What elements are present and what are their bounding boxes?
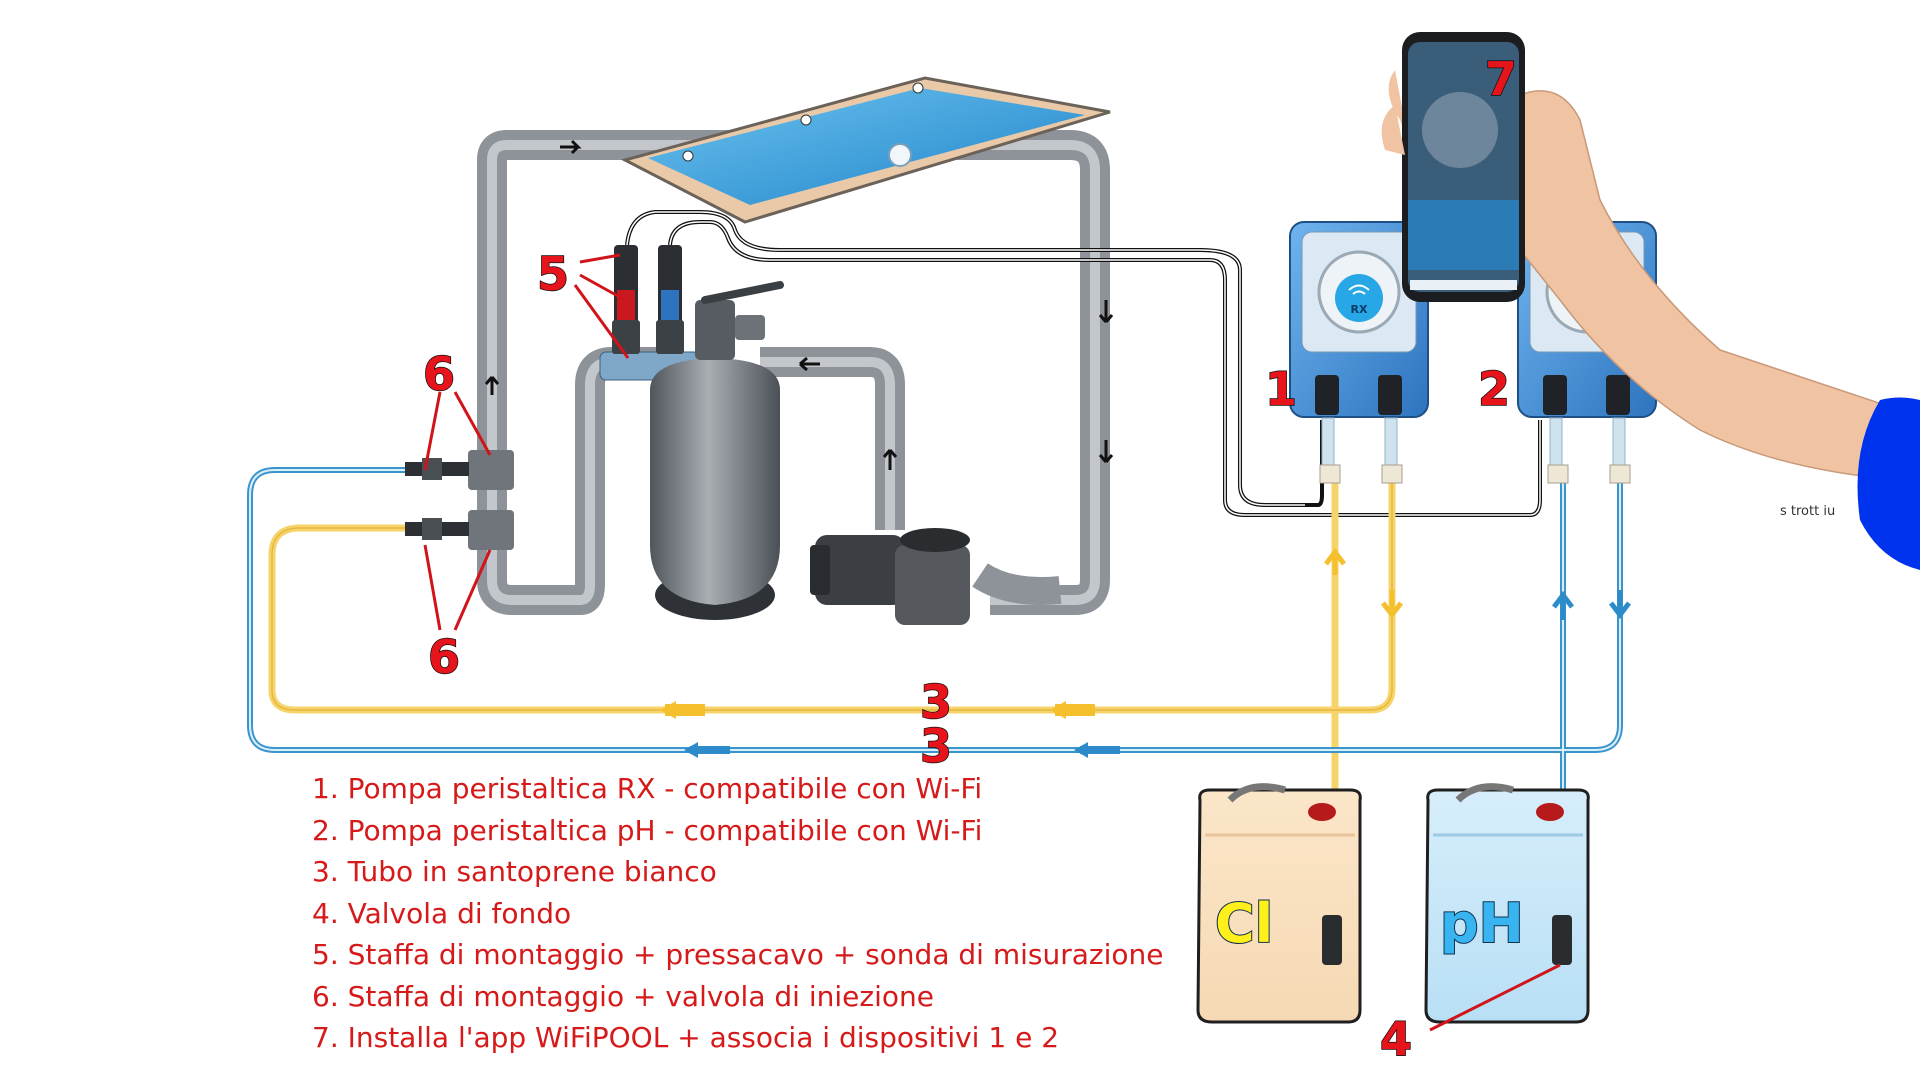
callout-6-bottom: 6 <box>428 630 460 684</box>
dosing-tube-yellow-edge <box>271 480 1393 711</box>
tank-cl-label: Cl <box>1215 892 1273 955</box>
swimming-pool <box>620 76 1111 224</box>
pvc-pipe-pump-return <box>972 563 1062 605</box>
arrow-icon <box>560 139 582 155</box>
tank-cl: Cl <box>1196 783 1362 1024</box>
arrow-icon <box>799 356 820 372</box>
arrow-icon <box>1609 590 1631 620</box>
callout-leaders <box>423 253 1561 1032</box>
legend-item: 3. Tubo in santoprene bianco <box>312 855 717 888</box>
legend-item: 2. Pompa peristaltica pH - compatibile c… <box>312 813 983 847</box>
wifi-icon <box>1348 284 1370 295</box>
callout-3-yellow: 3 <box>920 675 952 729</box>
arrow-icon <box>1050 701 1095 719</box>
legend-item: 4. Valvola di fondo <box>312 896 572 930</box>
arrow-icon <box>1074 742 1120 758</box>
flow-arrows <box>484 139 1114 470</box>
tube-flow-arrows <box>660 547 1631 758</box>
arrow-icon <box>1098 440 1114 463</box>
watermark-text: s trott iu <box>1780 504 1835 519</box>
peristaltic-pump-rx: RX <box>1289 221 1429 484</box>
callout-3-blue: 3 <box>920 719 952 773</box>
arrow-icon <box>1381 590 1403 620</box>
injection-valves <box>405 450 514 550</box>
legend-list: 1. Pompa peristaltica RX - compatibile c… <box>312 768 1163 1059</box>
rx-tag: RX <box>1351 303 1368 316</box>
probe-cables-white <box>626 211 1541 516</box>
callout-7: 7 <box>1485 52 1517 106</box>
pvc-pipe-inner-highlight <box>487 357 895 605</box>
callout-1: 1 <box>1265 362 1297 416</box>
legend-item: 5. Staffa di montaggio + pressacavo + so… <box>312 938 1164 971</box>
probe-holder <box>599 245 701 381</box>
arrow-icon <box>684 742 730 758</box>
legend-item: 1. Pompa peristaltica RX - compatibile c… <box>312 772 983 805</box>
legend-item: 7. Installa l'app WiFiPOOL + associa i d… <box>312 1021 1060 1054</box>
arrow-icon <box>484 376 500 395</box>
arrow-icon <box>660 701 705 719</box>
pvc-pipe-outer-highlight <box>487 140 1100 605</box>
legend-item: 6. Staffa di montaggio + valvola di inie… <box>312 979 934 1013</box>
callout-6-top: 6 <box>423 347 455 401</box>
sand-filter <box>650 281 784 620</box>
callout-2: 2 <box>1478 362 1510 416</box>
tank-ph: pH <box>1424 783 1590 1024</box>
tank-ph-label: pH <box>1440 892 1524 955</box>
arrow-icon <box>882 449 898 470</box>
circulation-pump <box>810 528 970 625</box>
callout-5: 5 <box>537 247 569 301</box>
arrow-icon <box>1098 300 1114 323</box>
callout-numbers: 1 2 3 3 4 5 6 6 7 <box>422 51 1518 1067</box>
arrow-icon <box>1552 590 1574 620</box>
callout-4: 4 <box>1380 1012 1412 1066</box>
hand-with-phone <box>1381 32 1920 570</box>
arrow-icon <box>1324 547 1346 575</box>
